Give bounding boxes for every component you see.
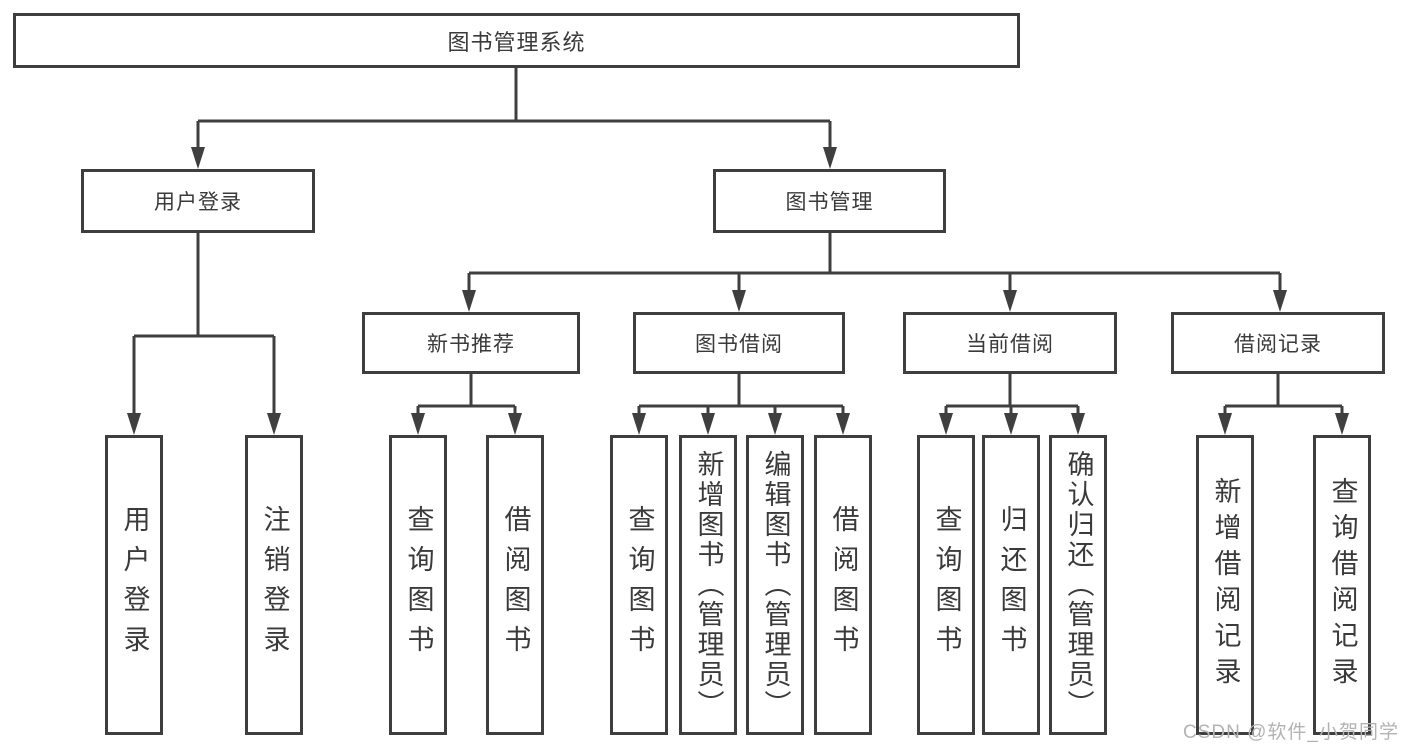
leaf-add-borrow-record: 新增借阅记录 <box>1196 435 1254 735</box>
edge-user-login-children <box>132 233 276 414</box>
node-book-management-label: 图书管理 <box>785 191 874 214</box>
edge-recommendation-children <box>416 374 517 414</box>
leaf-return-books-label: 归还图书 <box>996 505 1027 665</box>
node-borrowing-records-label: 借阅记录 <box>1234 333 1322 356</box>
node-book-management: 图书管理 <box>713 169 946 233</box>
leaf-logout-login-label: 注销登录 <box>259 505 290 665</box>
leaf-borrow-books-borrowing: 借阅图书 <box>814 435 872 735</box>
edge-records-children <box>1223 374 1344 414</box>
leaf-borrow-books-borrowing-label: 借阅图书 <box>828 505 859 665</box>
leaf-query-borrow-record: 查询借阅记录 <box>1313 435 1371 735</box>
node-user-login-label: 用户登录 <box>154 191 242 214</box>
leaf-confirm-return-admin: 确认归还（管理员） <box>1049 435 1107 735</box>
edge-borrowing-children <box>637 374 845 414</box>
leaf-user-login: 用户登录 <box>105 435 163 735</box>
node-current-borrowing-label: 当前借阅 <box>966 333 1054 356</box>
leaf-edit-books-admin: 编辑图书（管理员） <box>746 435 804 735</box>
leaf-logout-login: 注销登录 <box>245 435 303 735</box>
csdn-watermark: CSDN @软件_小贺同学 <box>1183 722 1399 743</box>
node-current-borrowing: 当前借阅 <box>903 312 1117 374</box>
node-new-book-recommendation: 新书推荐 <box>362 312 580 374</box>
arrowheads <box>127 147 1349 435</box>
leaf-edit-books-admin-label: 编辑图书（管理员） <box>760 450 791 720</box>
leaf-query-books-borrowing: 查询图书 <box>610 435 668 735</box>
leaf-user-login-label: 用户登录 <box>119 505 150 665</box>
leaf-add-books-admin: 新增图书（管理员） <box>679 435 737 735</box>
node-user-login: 用户登录 <box>81 169 315 233</box>
leaf-confirm-return-admin-label: 确认归还（管理员） <box>1063 450 1094 720</box>
leaf-borrow-books-recommend: 借阅图书 <box>486 435 544 735</box>
node-root-label: 图书管理系统 <box>447 29 586 55</box>
node-book-borrowing-label: 图书借阅 <box>695 333 783 356</box>
leaf-query-books-current-label: 查询图书 <box>931 505 962 665</box>
leaf-query-books-current: 查询图书 <box>917 435 975 735</box>
node-book-borrowing: 图书借阅 <box>633 312 845 374</box>
leaf-add-borrow-record-label: 新增借阅记录 <box>1210 477 1241 693</box>
node-borrowing-records: 借阅记录 <box>1171 312 1385 374</box>
edge-root-to-level2 <box>196 68 832 149</box>
leaf-query-books-recommend: 查询图书 <box>389 435 447 735</box>
leaf-query-books-borrowing-label: 查询图书 <box>624 505 655 665</box>
node-new-book-recommendation-label: 新书推荐 <box>427 333 515 356</box>
edge-book-management-children <box>467 233 1282 291</box>
leaf-return-books: 归还图书 <box>982 435 1040 735</box>
leaf-add-books-admin-label: 新增图书（管理员） <box>693 450 724 720</box>
leaf-query-borrow-record-label: 查询借阅记录 <box>1327 477 1358 693</box>
node-root: 图书管理系统 <box>13 13 1020 68</box>
leaf-query-books-recommend-label: 查询图书 <box>403 505 434 665</box>
leaf-borrow-books-recommend-label: 借阅图书 <box>500 505 531 665</box>
edge-current-children <box>944 374 1080 414</box>
